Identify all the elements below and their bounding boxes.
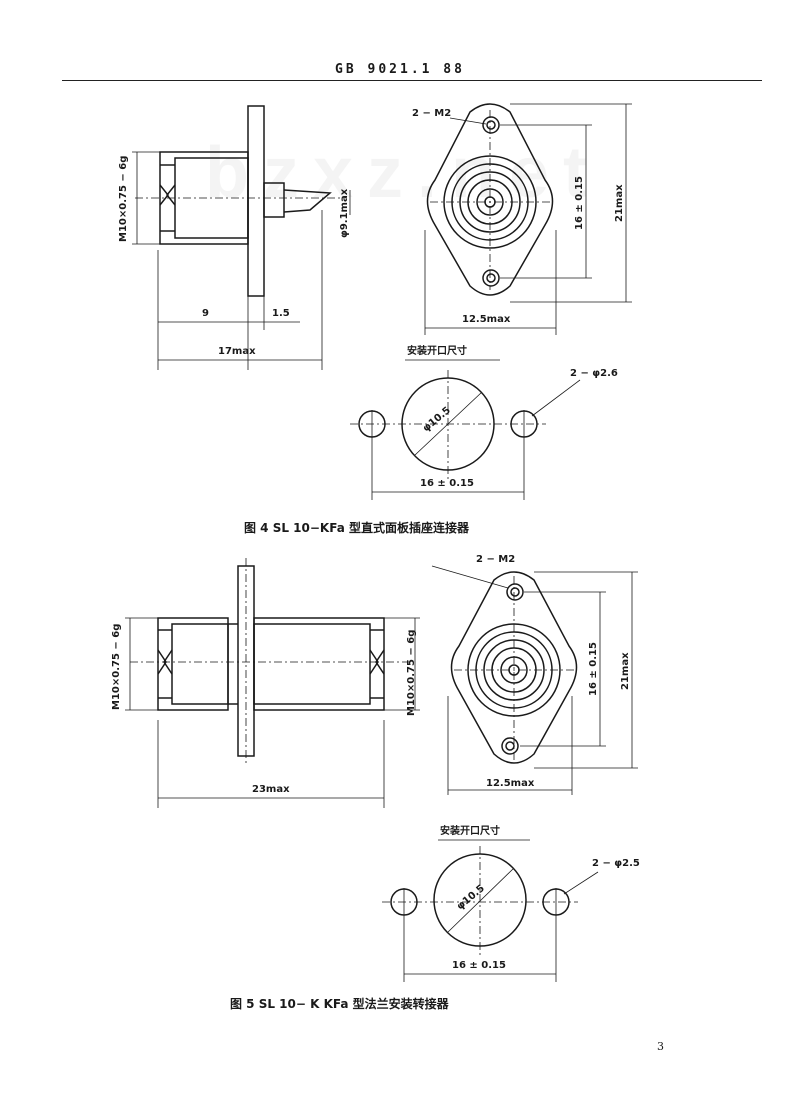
page-number: 3 <box>657 1040 664 1053</box>
fig4-dim-16: 16 ± 0.15 <box>574 176 585 230</box>
fig5-cutout-center-dia: φ10.5 <box>455 883 487 912</box>
header-rule <box>62 80 762 81</box>
fig4-pin-dia-label: φ9.1max <box>339 188 350 238</box>
fig5-front-view <box>431 565 638 795</box>
fig5-caption: 图 5 SL 10− K KFa 型法兰安装转接器 <box>230 996 450 1011</box>
figure-5: M10×0.75 − 6g M10×0.75 − 6g 23max 2 − M2… <box>111 554 640 1011</box>
fig5-cutout-title: 安装开口尺寸 <box>440 824 500 837</box>
fig4-cutout <box>350 359 581 500</box>
fig4-dim-1-5: 1.5 <box>272 308 290 319</box>
fig4-cutout-hole-label: 2 − φ2.6 <box>570 368 618 379</box>
fig5-dim-12-5: 12.5max <box>486 778 535 789</box>
fig4-caption: 图 4 SL 10−KFa 型直式面板插座连接器 <box>244 520 470 535</box>
fig5-thread-right-label: M10×0.75 − 6g <box>406 630 417 716</box>
fig4-dim-12-5: 12.5max <box>462 314 511 325</box>
fig4-cutout-title: 安装开口尺寸 <box>407 344 467 357</box>
fig4-cutout-spacing: 16 ± 0.15 <box>420 478 474 489</box>
fig5-side-view <box>125 558 420 808</box>
fig5-dim-16: 16 ± 0.15 <box>588 642 599 696</box>
fig4-dim-21: 21max <box>614 184 625 222</box>
fig4-thread-label: M10×0.75 − 6g <box>118 156 129 242</box>
fig5-cutout <box>382 839 599 982</box>
fig5-dim-21: 21max <box>620 652 631 690</box>
page-header: GB 9021.1 88 <box>335 62 465 77</box>
watermark: bzxz.net <box>205 132 601 214</box>
fig5-cutout-spacing: 16 ± 0.15 <box>452 960 506 971</box>
fig5-screw-label: 2 − M2 <box>476 554 515 565</box>
fig4-dim-9: 9 <box>202 308 209 319</box>
fig5-cutout-hole-label: 2 − φ2.5 <box>592 858 640 869</box>
fig5-thread-left-label: M10×0.75 − 6g <box>111 624 122 710</box>
fig4-front-view <box>424 103 632 335</box>
fig4-dim-17: 17max <box>218 346 256 357</box>
fig5-dim-23: 23max <box>252 784 290 795</box>
fig4-side-view <box>132 105 351 370</box>
fig4-screw-label: 2 − M2 <box>412 108 451 119</box>
figure-4: M10×0.75 − 6g φ9.1max 9 1.5 17max 2 − M2… <box>118 103 632 535</box>
